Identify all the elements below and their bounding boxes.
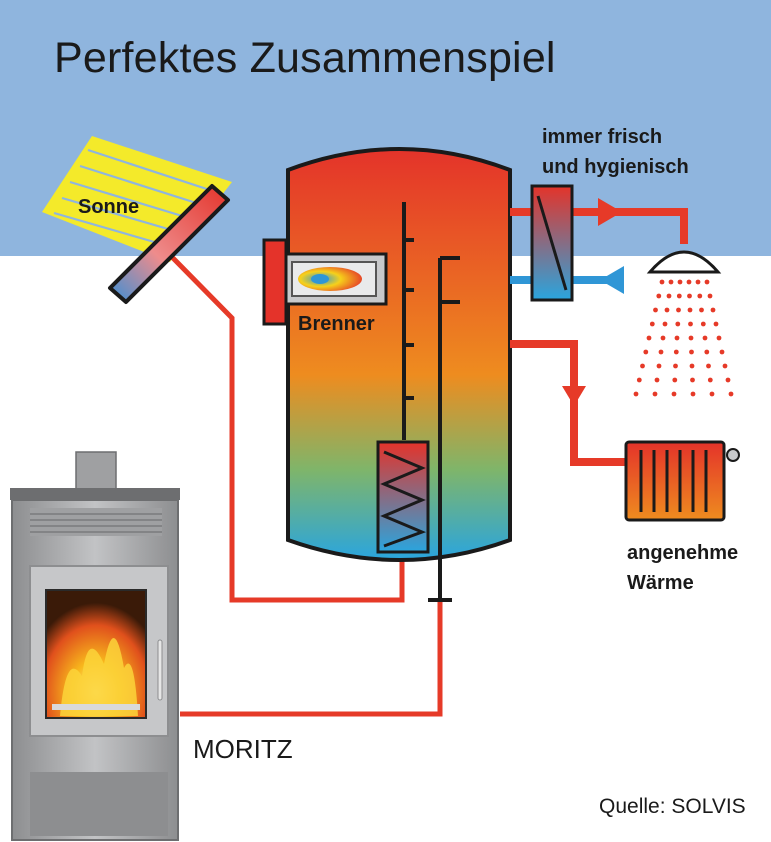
water-drop xyxy=(707,293,713,299)
water-drop xyxy=(688,321,693,327)
water-drop xyxy=(672,377,678,383)
page-title: Perfektes Zusammenspiel xyxy=(54,34,556,82)
heating-circuit-pipe xyxy=(510,340,626,466)
water-drop xyxy=(662,321,668,327)
water-drop xyxy=(671,391,677,397)
water-drop xyxy=(722,363,728,369)
radiator-icon xyxy=(624,440,740,522)
water-drop xyxy=(673,349,679,355)
water-drop xyxy=(689,349,694,355)
water-drop xyxy=(690,377,695,383)
water-drop xyxy=(728,391,734,397)
fresh-water-station-icon xyxy=(530,184,574,302)
water-drop xyxy=(676,307,681,313)
water-drop xyxy=(640,363,645,369)
water-drop xyxy=(716,335,722,341)
water-drop xyxy=(695,279,701,285)
water-drop xyxy=(675,321,681,327)
water-drop xyxy=(704,349,710,355)
hot-water-pipe xyxy=(510,198,688,244)
water-drop xyxy=(668,279,674,285)
water-drop xyxy=(687,307,693,313)
stove-label: MORITZ xyxy=(193,734,293,764)
water-drop xyxy=(706,363,711,369)
water-drop xyxy=(658,349,664,355)
fresh-water-label: immer frisch und hygienisch xyxy=(542,122,689,182)
water-drop xyxy=(666,293,672,299)
shower-head-icon xyxy=(633,250,734,397)
water-drop xyxy=(649,321,655,327)
water-drop xyxy=(690,391,696,397)
water-drop xyxy=(689,363,695,369)
warmth-label-line1: angenehme xyxy=(627,542,739,564)
water-drop xyxy=(707,377,713,383)
water-drop xyxy=(654,377,660,383)
fresh-water-label-line2: und hygienisch xyxy=(542,156,689,178)
warmth-label-line2: Wärme xyxy=(627,572,694,594)
water-drop xyxy=(704,279,710,285)
water-drop xyxy=(646,335,652,341)
water-drop xyxy=(664,307,670,313)
source-credit: Quelle: SOLVIS xyxy=(599,795,746,818)
burner-label: Brenner xyxy=(298,313,375,335)
solar-pipe xyxy=(168,253,405,603)
water-drop xyxy=(633,391,639,397)
heating-flow-arrow xyxy=(562,386,586,406)
water-drop xyxy=(636,377,642,383)
water-drop xyxy=(656,293,662,299)
solar-collector-icon xyxy=(108,184,230,304)
water-drop xyxy=(652,391,658,397)
water-drop xyxy=(719,349,725,355)
water-drop xyxy=(673,363,678,369)
water-drop xyxy=(676,293,682,299)
water-drop xyxy=(702,335,708,341)
water-drop xyxy=(674,335,680,341)
water-drop xyxy=(687,293,692,299)
water-drop xyxy=(677,279,683,285)
stove-pipe xyxy=(180,600,443,717)
storage-tank xyxy=(286,147,512,602)
sun-label: Sonne xyxy=(78,196,140,218)
water-drop xyxy=(659,279,665,285)
warmth-label: angenehme Wärme xyxy=(627,538,738,598)
water-drop xyxy=(709,391,715,397)
water-drop xyxy=(725,377,731,383)
wood-stove-icon xyxy=(10,451,180,841)
water-drop xyxy=(653,307,658,313)
water-drop xyxy=(713,321,719,327)
water-drop xyxy=(686,279,692,285)
water-drop xyxy=(643,349,649,355)
water-drop xyxy=(660,335,666,341)
water-drop xyxy=(688,335,694,341)
water-drop xyxy=(699,307,704,313)
fresh-water-label-line1: immer frisch xyxy=(542,126,663,148)
water-drop xyxy=(710,307,716,313)
shower-drops xyxy=(633,279,734,397)
water-drop xyxy=(697,293,703,299)
water-drop xyxy=(656,363,662,369)
water-drop xyxy=(700,321,706,327)
flame-burner-icon xyxy=(262,238,388,326)
cold-water-pipe xyxy=(510,266,624,294)
